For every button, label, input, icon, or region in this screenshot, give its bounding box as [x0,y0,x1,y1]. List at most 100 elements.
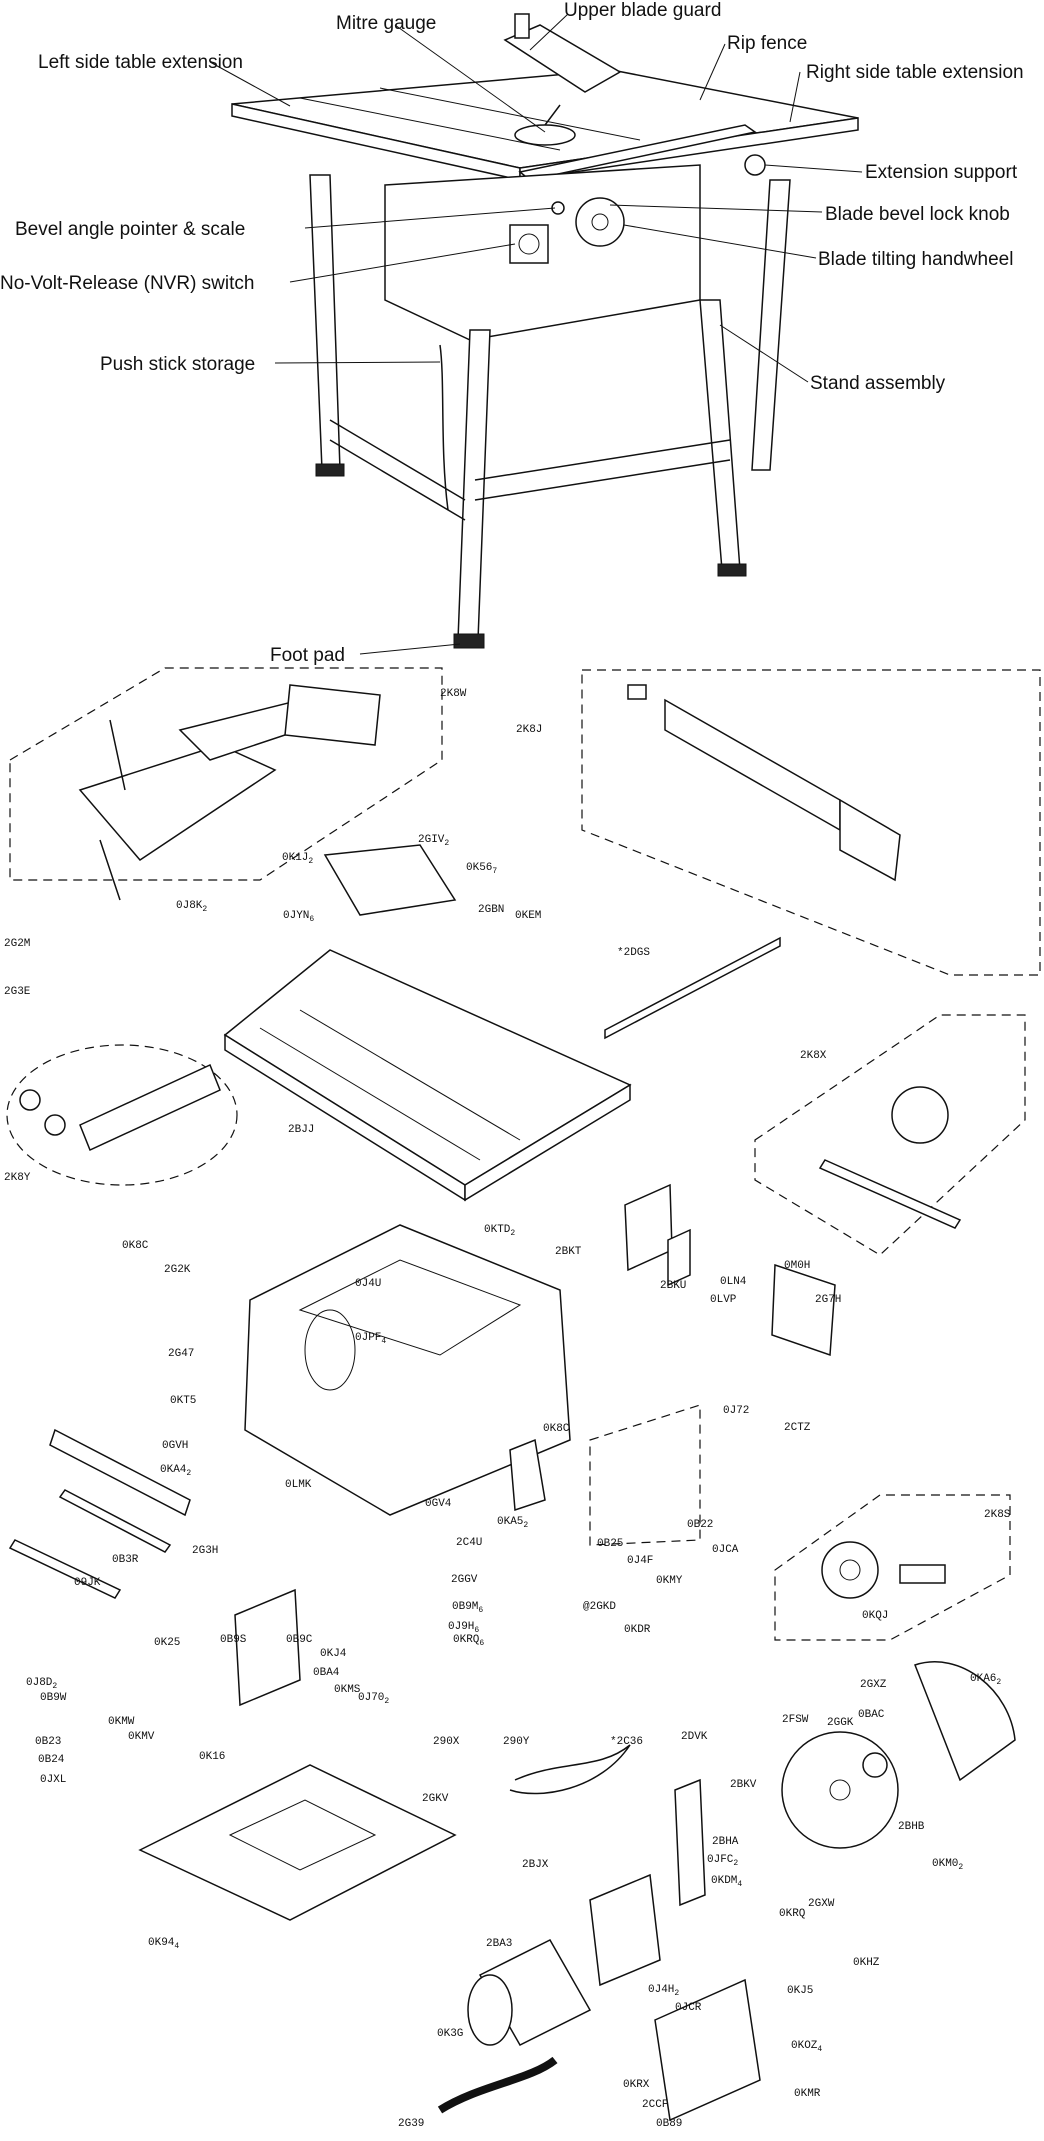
part-number-label: 0KQJ [862,1610,888,1622]
part-number-label: 0K3G [437,2028,463,2040]
saw-blade [781,1731,899,1849]
part-number-label: 0LVP [710,1294,737,1306]
part-number-label: 2K8J [516,724,542,736]
part-number-label: *2DGS [617,947,650,959]
part-number-label: 0KRQ6 [453,1634,484,1648]
part-number-label: 0KTD2 [484,1224,515,1238]
blade-guard-assembly-outline [9,667,443,881]
part-number-label: 2K8X [800,1050,827,1062]
part-number-label: 2BJX [522,1859,549,1871]
label-nvr-switch: No-Volt-Release (NVR) switch [0,273,254,294]
part-number-label: 2BKV [730,1779,757,1791]
mitre-gauge-assembly-outline [754,1014,1026,1256]
part-number-label: 0K8C [122,1240,149,1252]
part-number-label: 2GBN [478,904,504,916]
part-number-label: 2GXW [808,1898,835,1910]
part-number-label: 0KEM [515,910,541,922]
part-number-label: 0JPF4 [355,1332,386,1346]
part-number-label: 0J4H2 [648,1984,679,1998]
label-mitre-gauge: Mitre gauge [336,13,436,34]
assembled-saw-drawing [231,13,859,649]
part-number-label: 290Y [503,1736,530,1748]
part-number-label: 0KT5 [170,1395,196,1407]
part-number-label: 0B9S [220,1634,247,1646]
part-number-label: 0BA4 [313,1667,340,1679]
part-number-label: 0B9C [286,1634,313,1646]
accessory-kit-outline [6,1044,238,1186]
part-number-label: 2G3E [4,986,31,998]
part-number-label: 2BHA [712,1836,739,1848]
part-number-label: 0JFC2 [707,1854,738,1868]
part-number-label: 0KJ5 [787,1985,813,1997]
part-number-label: 0B89 [656,2118,682,2130]
part-number-label: 0KJ4 [320,1648,347,1660]
part-number-label: 0K1J2 [282,852,313,866]
part-number-label: 2G2M [4,938,30,950]
rip-fence-assembly-outline [581,669,1041,976]
part-number-label: 0LN4 [720,1276,747,1288]
part-number-label: 2K8W [440,688,467,700]
part-number-label: 2GGK [827,1717,854,1729]
part-number-label: 0B25 [597,1538,623,1550]
part-number-label: 0GV4 [425,1498,452,1510]
exploded-view-drawing [6,667,1041,2122]
part-number-label: 0KM02 [932,1858,963,1872]
label-blade-tilting-handwheel: Blade tilting handwheel [818,249,1013,270]
part-number-label: 0K25 [154,1637,180,1649]
part-number-label: 2G2K [164,1264,191,1276]
part-number-label: 0B9M6 [452,1601,483,1615]
label-extension-support: Extension support [865,162,1018,183]
part-number-label: 0J72 [723,1405,749,1417]
part-number-label: 2G39 [398,2118,424,2130]
part-number-label: 2BKU [660,1280,686,1292]
base-plate [138,1764,457,1921]
handwheel-assembly-outline [774,1494,1011,1641]
callout-leaders [209,13,863,655]
part-number-label: 0M0H [784,1260,810,1272]
part-number-label: 2GKV [422,1793,449,1805]
part-number-label: 0J8D2 [26,1677,57,1691]
part-number-label: 0KMW [108,1716,135,1728]
part-number-label: 0K567 [466,862,497,876]
part-number-label: 0B24 [38,1754,65,1766]
part-number-label: 2G7H [815,1294,841,1306]
part-number-label: 2BA3 [486,1938,512,1950]
part-number-label: 0K8C [543,1423,570,1435]
part-number-label: 2CCF [642,2099,668,2111]
label-foot-pad: Foot pad [270,645,345,666]
part-number-label: 0KOZ4 [791,2040,822,2054]
part-number-label: 2K8S [984,1509,1011,1521]
part-number-label: 0B9W [40,1692,67,1704]
part-number-label: 09JK [74,1577,101,1589]
part-number-label: 0JCA [712,1544,739,1556]
label-blade-bevel-lock-knob: Blade bevel lock knob [825,204,1010,225]
part-number-label: 2BKT [555,1246,582,1258]
part-number-label: 0KRQ [779,1908,806,1920]
main-table [223,949,632,1186]
part-number-label: 0KA62 [970,1673,1001,1687]
label-upper-blade-guard: Upper blade guard [564,0,721,21]
part-number-label: 0KMY [656,1575,683,1587]
part-number-label: 2GGV [451,1574,478,1586]
part-number-label: *2C36 [610,1736,643,1748]
label-stand-assembly: Stand assembly [810,373,946,394]
part-number-label: 2G3H [192,1545,218,1557]
part-number-label: 0KMR [794,2088,821,2100]
part-number-label: 0LMK [285,1479,312,1491]
part-number-label: 0KA42 [160,1464,191,1478]
part-number-labels: 2K8W2K8J2GIV20K5670K1J20J8K22G2M2G3E0JYN… [4,688,1011,2130]
part-number-label: 0JYN6 [283,910,314,924]
cabinet-body [244,1224,571,1516]
part-number-label: 0KMS [334,1684,361,1696]
part-number-label: 0J702 [358,1692,389,1706]
part-number-label: 0JCR [675,2002,702,2014]
part-number-label: 2C4U [456,1537,482,1549]
label-right-side-table-extension: Right side table extension [806,62,1024,83]
label-push-stick-storage: Push stick storage [100,354,255,375]
part-number-label: 2BJJ [288,1124,314,1136]
part-number-label: 2K8Y [4,1172,31,1184]
callout-labels: Mitre gauge Upper blade guard Rip fence … [0,0,1024,666]
label-rip-fence: Rip fence [727,33,807,54]
part-number-label: 0B23 [35,1736,61,1748]
